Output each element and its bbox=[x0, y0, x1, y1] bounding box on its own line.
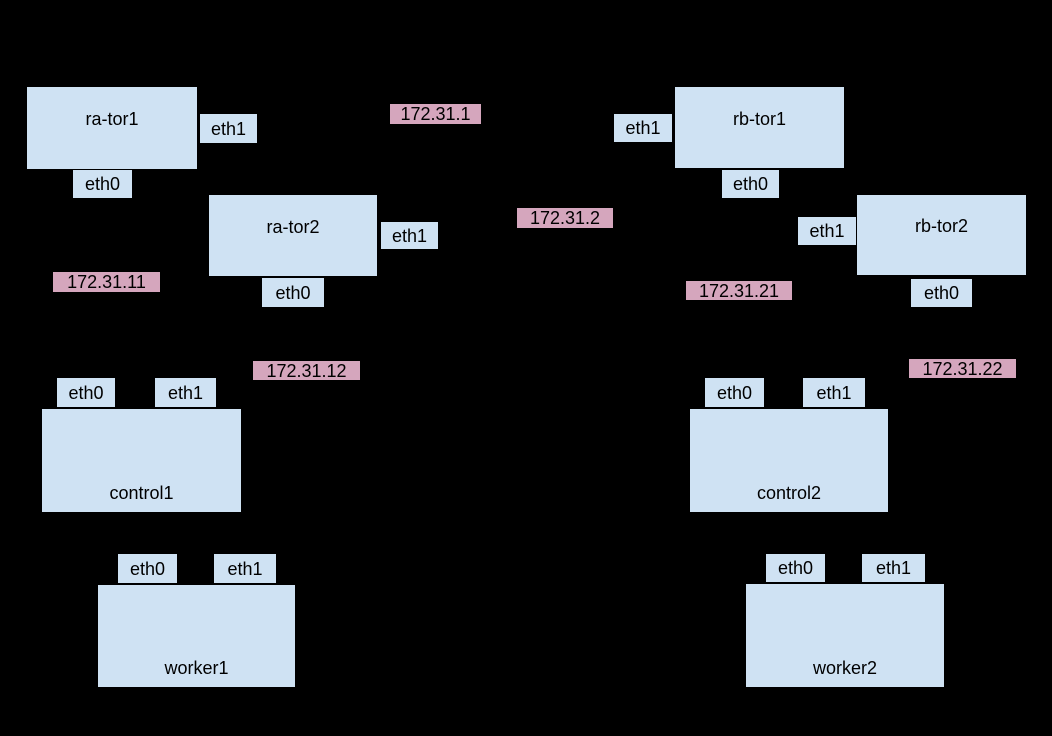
node-label-worker1: worker1 bbox=[164, 658, 229, 678]
node-label-worker2: worker2 bbox=[812, 658, 878, 678]
port-ra-tor1-eth1: eth1 bbox=[199, 113, 258, 144]
port-rb-tor1-eth0: eth0 bbox=[721, 169, 780, 199]
node-worker1: worker1 bbox=[97, 584, 296, 688]
port-control1-eth0: eth0 bbox=[56, 377, 116, 408]
port-worker2-eth1: eth1 bbox=[861, 553, 926, 583]
node-worker2: worker2 bbox=[745, 583, 945, 688]
port-rb-tor2-eth1: eth1 bbox=[797, 216, 857, 246]
ip-label-172-31-21: 172.31.21 bbox=[686, 281, 792, 300]
node-label-control1: control1 bbox=[109, 483, 174, 503]
node-label-rb-tor2: rb-tor2 bbox=[914, 216, 968, 236]
port-ra-tor2-eth0: eth0 bbox=[261, 277, 325, 308]
node-label-control2: control2 bbox=[756, 483, 822, 503]
port-control2-eth0: eth0 bbox=[704, 377, 765, 408]
node-ra-tor1: ra-tor1 bbox=[26, 86, 198, 170]
node-rb-tor2: rb-tor2 bbox=[856, 194, 1027, 276]
ip-label-172-31-11: 172.31.11 bbox=[53, 272, 160, 292]
port-control2-eth1: eth1 bbox=[802, 377, 866, 408]
port-rb-tor1-eth1: eth1 bbox=[613, 113, 673, 143]
node-control1: control1 bbox=[41, 408, 242, 513]
port-worker1-eth1: eth1 bbox=[213, 553, 277, 584]
port-ra-tor1-eth0: eth0 bbox=[72, 169, 133, 199]
node-rb-tor1: rb-tor1 bbox=[674, 86, 845, 169]
port-worker1-eth0: eth0 bbox=[117, 553, 178, 584]
node-label-rb-tor1: rb-tor1 bbox=[732, 108, 786, 129]
node-label-ra-tor1: ra-tor1 bbox=[85, 109, 139, 129]
node-label-ra-tor2: ra-tor2 bbox=[266, 216, 320, 237]
port-rb-tor2-eth0: eth0 bbox=[910, 278, 973, 308]
ip-label-172-31-2: 172.31.2 bbox=[517, 208, 613, 228]
ip-label-172-31-12: 172.31.12 bbox=[253, 361, 360, 380]
port-worker2-eth0: eth0 bbox=[765, 553, 826, 583]
port-control1-eth1: eth1 bbox=[154, 377, 217, 408]
port-ra-tor2-eth1: eth1 bbox=[380, 221, 439, 250]
node-control2: control2 bbox=[689, 408, 889, 513]
ip-label-172-31-1: 172.31.1 bbox=[390, 104, 481, 124]
ip-label-172-31-22: 172.31.22 bbox=[909, 359, 1016, 378]
node-ra-tor2: ra-tor2 bbox=[208, 194, 378, 277]
